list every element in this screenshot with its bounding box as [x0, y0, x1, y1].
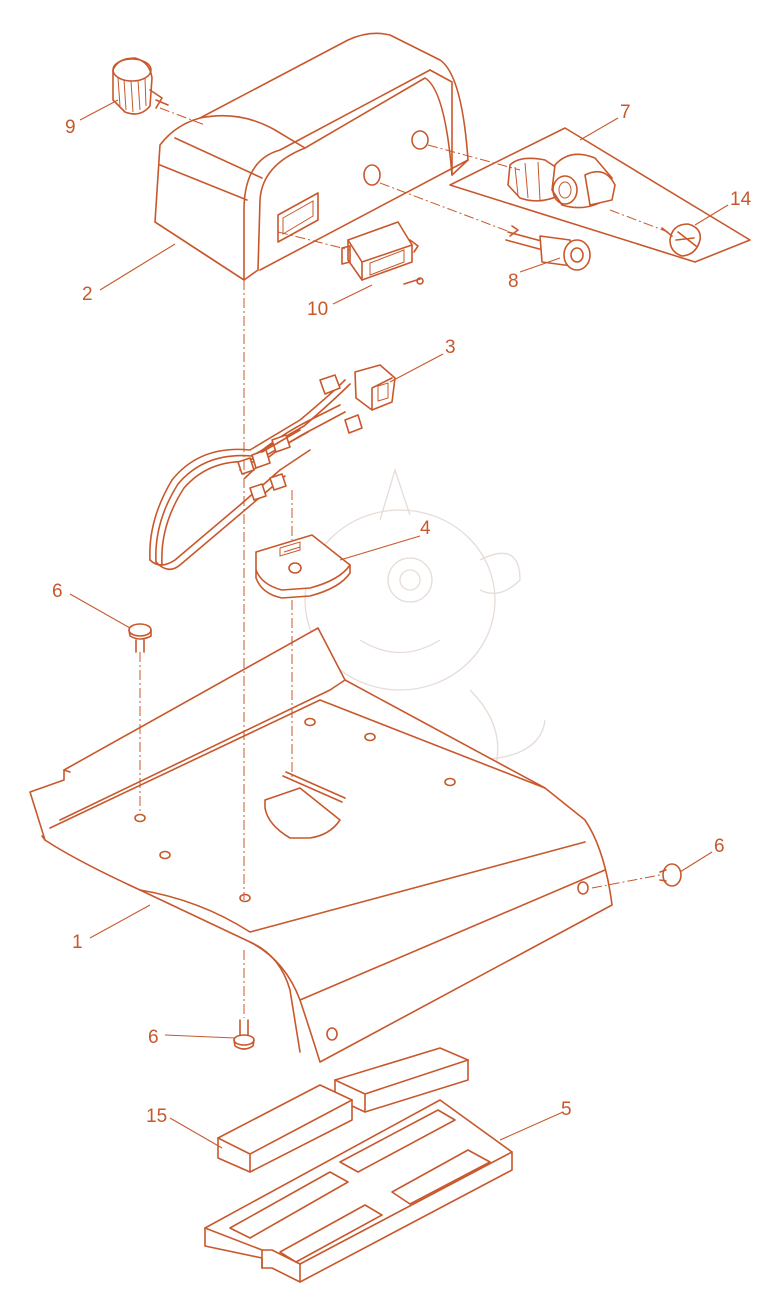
callout-9: 9: [65, 117, 76, 138]
callout-8: 8: [508, 271, 519, 292]
callout-4: 4: [420, 518, 431, 539]
callout-3: 3: [445, 337, 456, 358]
part-3-wiring-harness: [149, 364, 396, 571]
callout-5: 5: [561, 1099, 572, 1120]
callout-6-bottom: 6: [148, 1027, 159, 1048]
part-10-switch: [341, 221, 424, 285]
callout-7: 7: [620, 102, 631, 123]
part-6-bolt-right: [659, 863, 682, 887]
callout-10: 10: [307, 299, 328, 320]
part-8-power-socket: [505, 225, 591, 271]
part-15-pads: [217, 1047, 469, 1173]
callout-1: 1: [72, 932, 83, 953]
callout-6-top: 6: [52, 581, 63, 602]
part-4-cover-plate: [255, 534, 351, 599]
part-9-knob: [112, 57, 169, 115]
part-1-base-plate: [29, 627, 613, 1063]
watermark-dragon-icon: [304, 467, 546, 837]
part-2-housing-cover: [154, 32, 469, 281]
callout-2: 2: [82, 284, 93, 305]
part-6-bolt-top: [128, 623, 152, 653]
callout-14: 14: [730, 189, 752, 210]
callout-15: 15: [146, 1106, 167, 1127]
part-6-bolt-bottom: [233, 1019, 255, 1050]
part-7-ignition-switch: [449, 127, 751, 263]
part-14-key: [661, 223, 702, 257]
callout-6-right: 6: [714, 836, 725, 857]
part-5-tray: [204, 1099, 513, 1283]
